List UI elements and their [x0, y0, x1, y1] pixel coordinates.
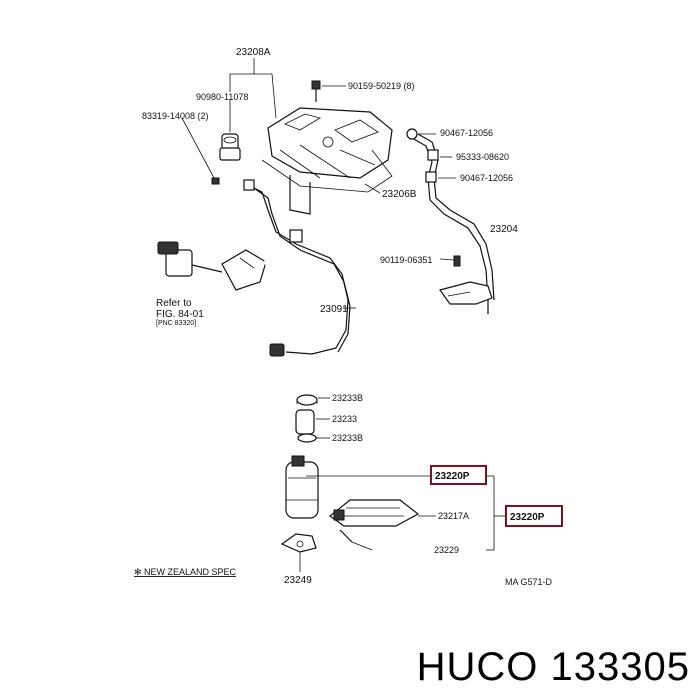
- label-83319: 83319-14008 (2): [142, 111, 209, 121]
- label-23229: 23229: [434, 545, 459, 555]
- label-23220p-right: 23220P: [510, 512, 545, 523]
- brand-part-number: HUCO 133305: [416, 645, 690, 689]
- label-90980: 90980-11078: [196, 92, 248, 102]
- fuel-sender-unit: [157, 241, 267, 291]
- label-23220p-top: 23220P: [435, 471, 470, 482]
- label-23208a: 23208A: [236, 47, 271, 58]
- fuel-filter-23217a: [329, 499, 420, 527]
- label-23206b: 23206B: [382, 189, 417, 200]
- pipe-bracket: [439, 255, 493, 305]
- label-90467-a: 90467-12056: [440, 128, 493, 138]
- label-23233b-bottom: 23233B: [332, 433, 363, 443]
- label-refer-line3: [PNC 83320]: [156, 320, 196, 327]
- leader-lines: [181, 58, 506, 572]
- label-23233: 23233: [332, 414, 357, 424]
- highlight-box-23220p-right: [505, 505, 563, 527]
- label-23204: 23204: [490, 224, 518, 235]
- fuel-hose-23091: [243, 179, 351, 357]
- label-23217a: 23217A: [438, 511, 469, 521]
- clip-23229: [339, 529, 353, 543]
- label-95333: 95333-08620: [456, 152, 509, 162]
- clip-83319: [211, 177, 220, 185]
- bolt-90159: [311, 80, 321, 102]
- pump-retainer-23249: [280, 533, 317, 553]
- highlight-box-23220p-top: [430, 465, 487, 485]
- label-23233b-top: 23233B: [332, 393, 363, 403]
- label-refer-line2: FIG. 84-01: [156, 309, 204, 320]
- cushion-23233b-bottom: [297, 433, 317, 443]
- label-23249: 23249: [284, 575, 312, 586]
- cushion-23233b-top: [296, 394, 318, 406]
- fuel-pump-23220: [285, 455, 319, 519]
- label-refer-line1: Refer to: [156, 298, 192, 309]
- grommet-90980: [219, 133, 241, 161]
- label-nz-spec: ✻ NEW ZEALAND SPEC: [134, 567, 237, 577]
- label-23091: 23091: [320, 304, 348, 315]
- hose-23233: [295, 409, 315, 435]
- label-figure-code: MA G571-D: [505, 577, 553, 587]
- label-90119: 90119-06351: [380, 255, 432, 265]
- fuel-pipe-23204: [406, 128, 495, 314]
- label-90159: 90159-50219 (8): [348, 81, 415, 91]
- label-90467-b: 90467-12056: [460, 173, 513, 183]
- pump-bracket-plate: [261, 107, 393, 215]
